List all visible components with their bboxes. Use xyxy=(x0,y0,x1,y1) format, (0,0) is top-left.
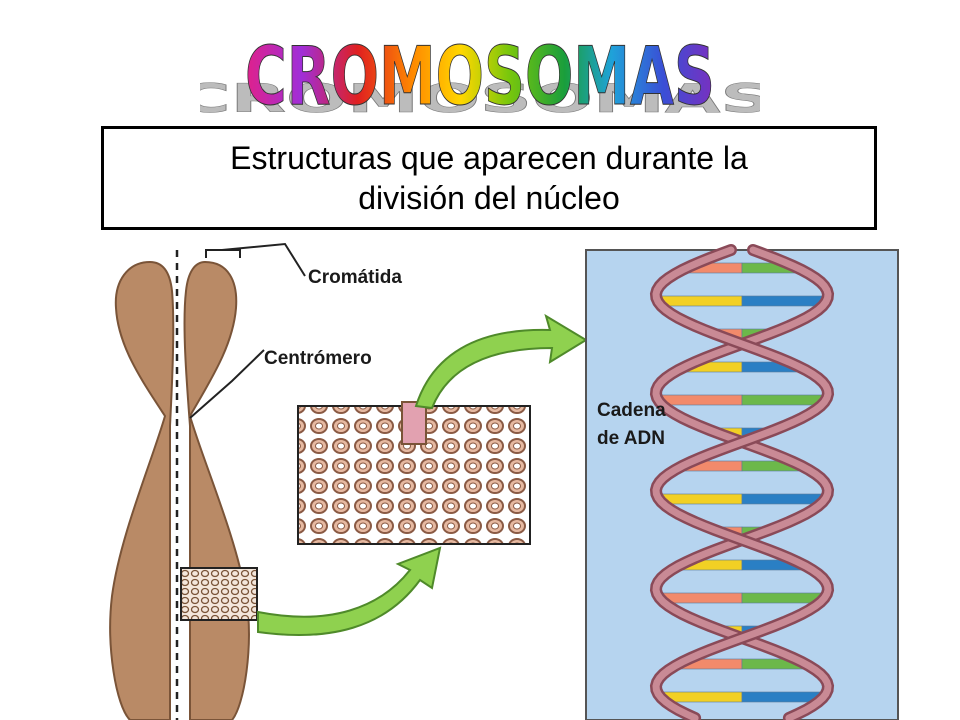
right-chromatid xyxy=(183,260,250,720)
arrow-to-dna xyxy=(414,313,588,410)
chromosome-diagram: Cromátida Centrómero Cadena de ADN xyxy=(109,242,899,720)
subtitle-line-2: división del núcleo xyxy=(358,180,620,216)
dna-strand-b-fill xyxy=(652,246,832,720)
dna-label-line-1: Cadena xyxy=(597,400,666,421)
dna-base-right xyxy=(741,295,827,307)
chromosome xyxy=(109,250,258,720)
dna-label-line-2: de ADN xyxy=(597,428,665,449)
centromere-pointer xyxy=(189,349,265,419)
dna-base-right xyxy=(741,493,826,505)
arrow-to-chromatin xyxy=(257,546,442,637)
dna-base-right xyxy=(741,394,827,406)
chromatin-zoom-region xyxy=(401,401,427,445)
subtitle-line-1: Estructuras que aparecen durante la xyxy=(230,140,748,176)
centromere-label: Centrómero xyxy=(264,348,372,369)
dna-base-left xyxy=(658,493,743,505)
title-text: CROMOSOMAS xyxy=(245,30,715,118)
chromatid-pointer xyxy=(205,242,306,277)
dna-base-left xyxy=(657,295,743,307)
zoom-region xyxy=(180,567,258,621)
dna-panel xyxy=(585,244,899,720)
chromatid-label: Cromátida xyxy=(308,267,402,288)
subtitle-box: Estructuras que aparecen durante la divi… xyxy=(101,126,877,230)
dna-base-left xyxy=(657,394,743,406)
title-wordart: CROMOSOMAS CROMOSOMAS xyxy=(177,8,772,124)
left-chromatid xyxy=(109,260,175,720)
title-art: CROMOSOMAS CROMOSOMAS xyxy=(177,30,772,124)
chromatin-box xyxy=(297,401,531,545)
title-shadow: CROMOSOMAS xyxy=(200,75,760,118)
